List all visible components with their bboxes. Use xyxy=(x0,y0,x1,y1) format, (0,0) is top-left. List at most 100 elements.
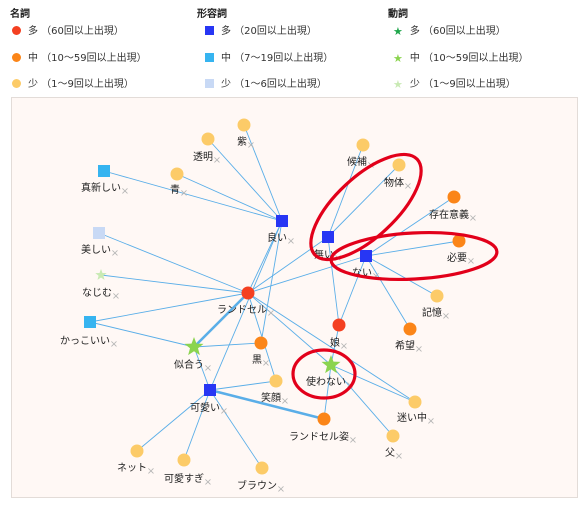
remove-node-icon[interactable]: × xyxy=(277,484,285,495)
remove-node-icon[interactable]: × xyxy=(287,236,295,247)
node-marker xyxy=(177,453,191,467)
node-niau[interactable]: 似合う× xyxy=(174,337,212,374)
edge-yoi-shinsen xyxy=(103,170,283,222)
node-mayoichuu[interactable]: 迷い中× xyxy=(397,395,435,428)
node-yoi[interactable]: 良い× xyxy=(267,215,295,247)
remove-node-icon[interactable]: × xyxy=(404,181,412,192)
node-murasaki[interactable]: 紫× xyxy=(237,118,255,152)
node-ao[interactable]: 青× xyxy=(170,167,188,200)
remove-node-icon[interactable]: × xyxy=(204,363,212,374)
node-kawaii[interactable]: 可愛い× xyxy=(190,384,228,417)
remove-node-icon[interactable]: × xyxy=(247,140,255,151)
legend-marker xyxy=(205,25,214,35)
node-marker xyxy=(255,461,269,475)
node-randoseru_sugata[interactable]: ランドセル姿× xyxy=(289,412,357,447)
node-randoseru[interactable]: ランドセル× xyxy=(217,286,275,320)
edge-kawaii-buraun xyxy=(209,389,263,469)
node-marker xyxy=(408,395,422,409)
node-musume[interactable]: 娘× xyxy=(330,318,348,353)
remove-node-icon[interactable]: × xyxy=(469,213,477,224)
legend: 名詞 多 （60回以上出現） 中 （10～59回以上出現） 少 （1～9回以上出… xyxy=(0,0,587,100)
node-label: ランドセル xyxy=(217,304,267,316)
remove-node-icon[interactable]: × xyxy=(147,466,155,477)
edge-niau-kuro xyxy=(193,342,262,348)
node-label: 透明 xyxy=(193,151,213,163)
remove-node-icon[interactable]: × xyxy=(262,358,270,369)
remove-node-icon[interactable]: × xyxy=(267,308,275,319)
edge-kawaii-kawaisugi xyxy=(183,389,211,461)
node-label: 存在意義 xyxy=(429,208,469,221)
node-label: かっこいい xyxy=(60,335,110,347)
node-label: なじむ xyxy=(82,287,112,299)
node-utsukushii[interactable]: 美しい× xyxy=(81,227,119,259)
node-kawaisugi[interactable]: 可愛すぎ× xyxy=(164,453,212,489)
edge-yoi-kawaii xyxy=(209,220,283,391)
remove-node-icon[interactable]: × xyxy=(427,416,435,427)
node-toumei[interactable]: 透明× xyxy=(193,132,221,167)
co-occurrence-network[interactable]: 紫×透明×青×真新しい×美しい×なじむ×かっこいい×良い×ランドセル×似合う×黒… xyxy=(12,98,579,499)
edge-kakkoii-niau xyxy=(89,321,195,348)
remove-node-icon[interactable]: × xyxy=(204,477,212,488)
node-kuro[interactable]: 黒× xyxy=(252,336,270,370)
remove-node-icon[interactable]: × xyxy=(395,451,403,462)
legend-label: 多 （60回以上出現） xyxy=(409,26,506,37)
edge-yoi-randoseru xyxy=(247,220,283,294)
star-icon: ★ xyxy=(393,24,403,38)
node-kibou[interactable]: 希望× xyxy=(395,322,423,356)
node-egao[interactable]: 笑顔× xyxy=(261,374,289,408)
node-label: 黒 xyxy=(252,354,262,366)
remove-node-icon[interactable]: × xyxy=(180,188,188,199)
remove-node-icon[interactable]: × xyxy=(340,341,348,352)
node-marker xyxy=(130,444,144,458)
node-chichi[interactable]: 父× xyxy=(385,429,403,463)
node-marker xyxy=(360,250,372,262)
edge-randoseru-najimu xyxy=(100,274,249,294)
legend-marker xyxy=(205,52,214,62)
edge-tsukawanai-randoseru_sugata xyxy=(323,364,332,420)
legend-item-adj-low: 少 （1～6回以上出現） xyxy=(205,78,327,92)
edge-nai2-kioku xyxy=(365,255,438,297)
edge-tsukawanai-mayoichuu xyxy=(330,364,416,403)
node-kakkoii[interactable]: かっこいい× xyxy=(60,316,118,350)
remove-node-icon[interactable]: × xyxy=(121,186,129,197)
node-buttai[interactable]: 物体× xyxy=(384,158,412,193)
legend-item-verb-high: ★ 多 （60回以上出現） xyxy=(393,25,506,39)
remove-node-icon[interactable]: × xyxy=(349,435,357,446)
legend-label: 多 （60回以上出現） xyxy=(28,26,124,37)
node-label: 記憶 xyxy=(422,306,442,319)
node-label: 希望 xyxy=(395,339,415,352)
remove-node-icon[interactable]: × xyxy=(415,344,423,355)
node-shinsen[interactable]: 真新しい× xyxy=(81,165,129,197)
node-label: 似合う xyxy=(174,358,204,371)
edge-layer xyxy=(89,124,460,469)
legend-item-verb-low: ★少 （1～9回以上出現） xyxy=(393,78,516,92)
node-label: 紫 xyxy=(237,136,247,148)
edge-kawaii-netto xyxy=(136,389,211,452)
node-hitsuyou[interactable]: 必要× xyxy=(447,234,475,268)
legend-item-noun-mid: 中 （10～59回以上出現） xyxy=(12,52,147,66)
strong-edge-randoseru-niau xyxy=(193,292,249,348)
remove-node-icon[interactable]: × xyxy=(220,406,228,417)
node-buraun[interactable]: ブラウン× xyxy=(237,461,285,496)
node-sonzai[interactable]: 存在意義× xyxy=(429,190,477,225)
node-marker xyxy=(269,374,283,388)
edge-yoi-kuro xyxy=(260,220,283,344)
remove-node-icon[interactable]: × xyxy=(442,311,450,322)
remove-node-icon[interactable]: × xyxy=(110,339,118,350)
remove-node-icon[interactable]: × xyxy=(372,271,380,282)
node-netto[interactable]: ネット× xyxy=(117,444,155,478)
legend-title-verb: 動詞 xyxy=(388,9,408,20)
remove-node-icon[interactable]: × xyxy=(467,256,475,267)
node-najimu[interactable]: なじむ× xyxy=(82,269,120,302)
remove-node-icon[interactable]: × xyxy=(213,155,221,166)
remove-node-icon[interactable]: × xyxy=(281,396,289,407)
node-marker xyxy=(447,190,461,204)
remove-node-icon[interactable]: × xyxy=(112,291,120,302)
remove-node-icon[interactable]: × xyxy=(111,248,119,259)
network-graph-panel[interactable]: 紫×透明×青×真新しい×美しい×なじむ×かっこいい×良い×ランドセル×似合う×黒… xyxy=(11,97,578,498)
node-kioku[interactable]: 記憶× xyxy=(422,289,450,323)
node-label: 迷い中 xyxy=(397,411,427,424)
edge-randoseru-mayoichuu xyxy=(247,292,416,403)
node-label: 美しい xyxy=(81,243,111,256)
legend-marker xyxy=(205,78,214,88)
